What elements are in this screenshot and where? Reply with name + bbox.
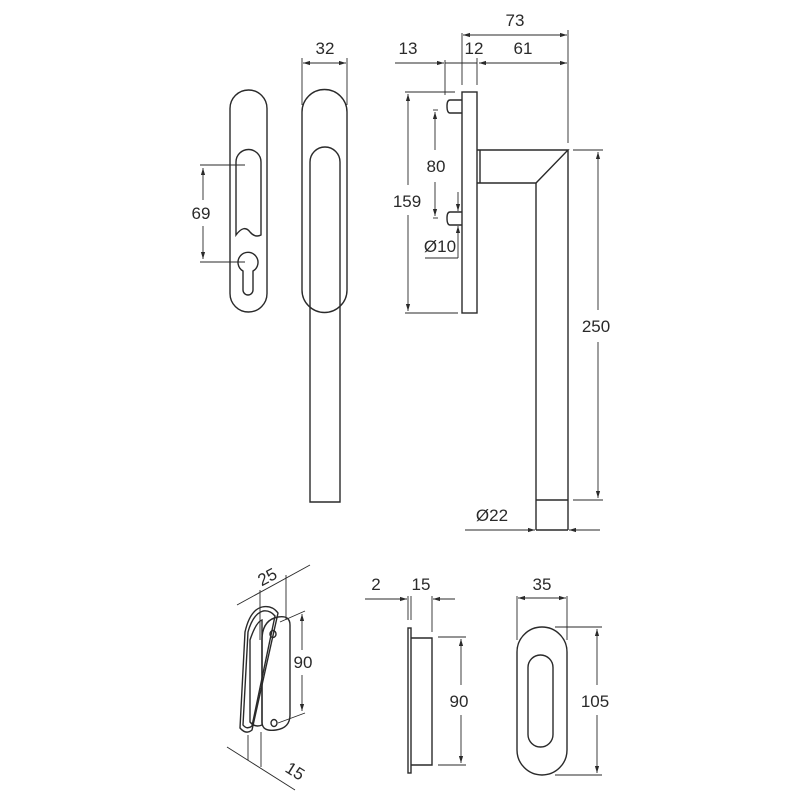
svg-text:69: 69 <box>192 204 211 223</box>
svg-text:159: 159 <box>393 192 421 211</box>
dim-35: 35 <box>516 575 568 640</box>
pull-front-view: 35 105 <box>516 575 609 776</box>
rosette-front-view: 69 <box>192 89 268 313</box>
svg-text:2: 2 <box>371 575 380 594</box>
dim-diameter-10: Ø10 <box>424 192 461 259</box>
dim-73: 73 <box>463 11 569 143</box>
dim-69: 69 <box>192 164 245 263</box>
dim-159: 159 <box>393 91 458 314</box>
dim-32: 32 <box>301 39 348 105</box>
svg-text:90: 90 <box>294 653 313 672</box>
svg-text:250: 250 <box>582 317 610 336</box>
dim-80: 80 <box>427 109 446 219</box>
pull-isometric-view: 25 90 15 <box>226 564 313 791</box>
handle-side-view: 73 13 12 61 159 80 Ø10 250 Ø22 <box>393 11 610 533</box>
dim-90-iso: 90 <box>277 610 313 724</box>
dim-2-15: 2 15 <box>365 575 455 632</box>
dim-13-12-61: 13 12 61 <box>395 33 567 95</box>
svg-text:61: 61 <box>514 39 533 58</box>
svg-text:15: 15 <box>282 758 308 784</box>
svg-text:13: 13 <box>399 39 418 58</box>
svg-text:12: 12 <box>465 39 484 58</box>
svg-text:32: 32 <box>316 39 335 58</box>
svg-text:35: 35 <box>533 575 552 594</box>
dim-15-iso: 15 <box>226 732 308 791</box>
handle-front-view: 32 <box>301 39 348 503</box>
dim-105: 105 <box>555 626 609 776</box>
svg-text:15: 15 <box>412 575 431 594</box>
svg-text:Ø22: Ø22 <box>476 506 508 525</box>
pull-side-view: 2 15 90 <box>365 575 469 774</box>
svg-text:80: 80 <box>427 157 446 176</box>
svg-text:Ø10: Ø10 <box>424 237 456 256</box>
svg-text:90: 90 <box>450 692 469 711</box>
dim-25-iso: 25 <box>236 564 311 640</box>
svg-text:105: 105 <box>581 692 609 711</box>
dim-90-side: 90 <box>438 636 469 766</box>
svg-text:25: 25 <box>255 564 281 590</box>
dim-250: 250 <box>573 149 610 501</box>
svg-text:73: 73 <box>506 11 525 30</box>
dim-diameter-22: Ø22 <box>465 506 600 533</box>
